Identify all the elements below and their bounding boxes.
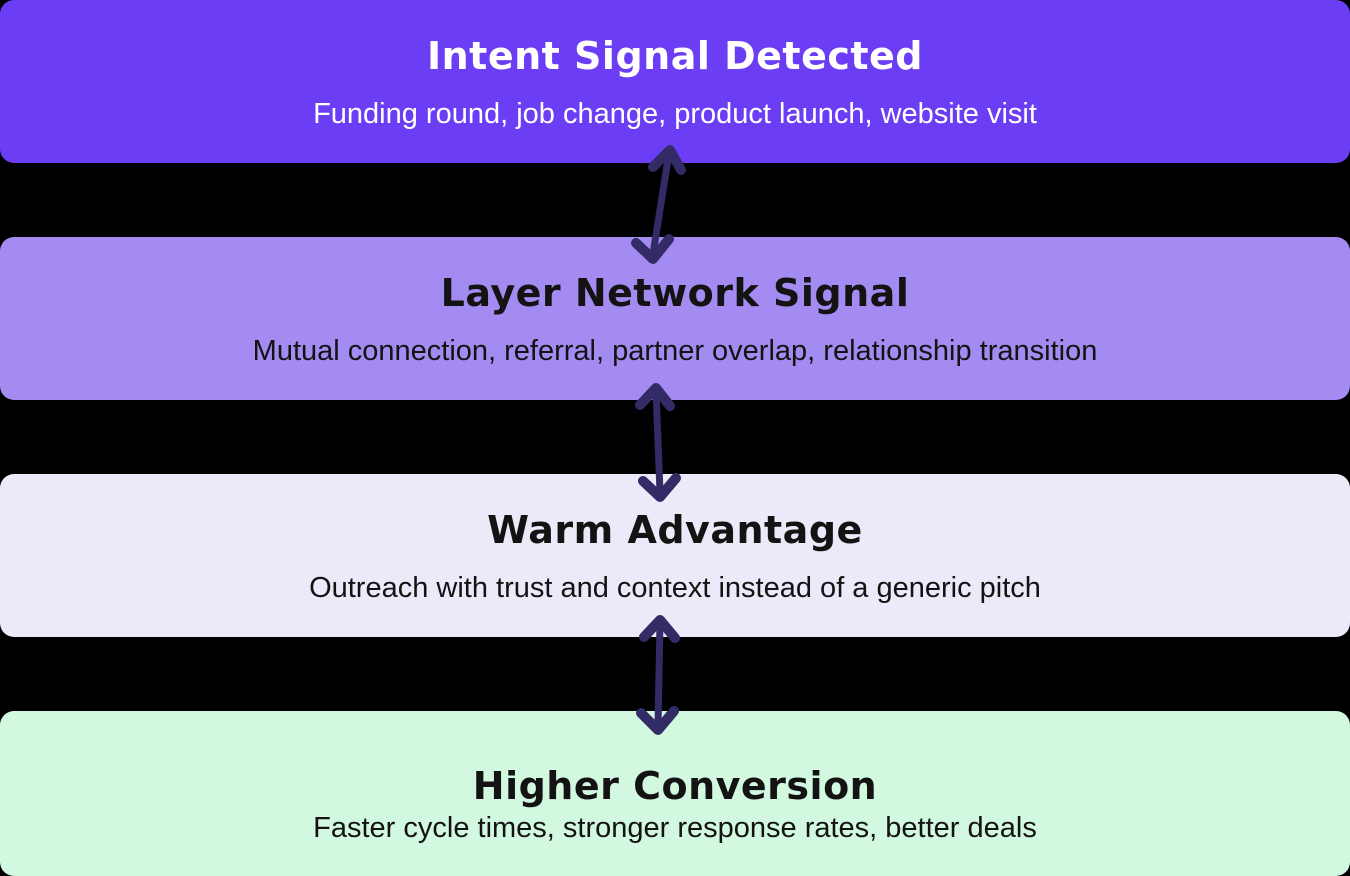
step-title: Intent Signal Detected bbox=[426, 33, 924, 78]
step-layer-network-signal: Layer Network Signal Mutual connection, … bbox=[0, 237, 1350, 400]
step-subtitle: Outreach with trust and context instead … bbox=[309, 571, 1041, 604]
step-subtitle: Faster cycle times, stronger response ra… bbox=[313, 811, 1037, 844]
step-subtitle: Mutual connection, referral, partner ove… bbox=[252, 334, 1098, 367]
step-title: Layer Network Signal bbox=[440, 270, 910, 315]
step-title: Warm Advantage bbox=[487, 507, 863, 552]
step-title: Higher Conversion bbox=[472, 763, 878, 808]
step-subtitle: Funding round, job change, product launc… bbox=[313, 97, 1037, 130]
step-higher-conversion: Higher Conversion Faster cycle times, st… bbox=[0, 711, 1350, 876]
step-warm-advantage: Warm Advantage Outreach with trust and c… bbox=[0, 474, 1350, 637]
step-intent-signal: Intent Signal Detected Funding round, jo… bbox=[0, 0, 1350, 163]
